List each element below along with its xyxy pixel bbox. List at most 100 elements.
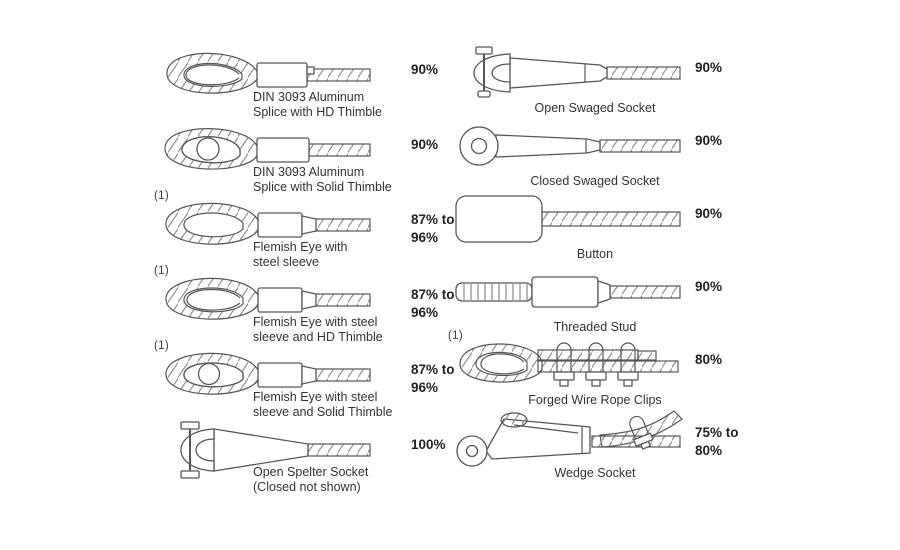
right-column: Open Swaged Socket 90% Closed Swaged Soc… <box>448 44 772 482</box>
rope-eye-loop <box>459 343 543 383</box>
termination-caption: Flemish Eye with steel sleeve <box>253 240 348 269</box>
live-rope-line <box>537 360 679 373</box>
efficiency-value: 87% to 96% <box>411 287 455 320</box>
termination-item: (1) Flemish Eye with steel sleeve 87% to… <box>154 190 458 270</box>
clevis-jaw <box>180 428 215 472</box>
termination-figure: Threaded Stud <box>452 263 687 335</box>
termination-caption: Open Spelter Socket (Closed not shown) <box>253 465 369 494</box>
termination-caption: DIN 3093 Aluminum Splice with HD Thimble <box>253 90 382 119</box>
closed-swaged-socket-illustration <box>459 126 681 166</box>
pin-nut-top <box>180 421 200 430</box>
rope-line <box>313 293 371 307</box>
efficiency-value: 90% <box>695 279 723 294</box>
termination-caption: Button <box>576 247 614 261</box>
swaged-shank <box>509 57 608 89</box>
rope-line <box>609 285 681 299</box>
termination-item: (1) Flemish Eye with steel sleeve and HD… <box>154 265 458 345</box>
hd-thimble <box>185 64 240 86</box>
hd-thimble <box>186 288 241 311</box>
termination-figure: Open Spelter Socket (Closed not shown) <box>158 421 403 495</box>
efficiency-value: 87% to 96% <box>411 212 455 245</box>
efficiency-value: 87% to 96% <box>411 362 455 395</box>
button-termination-illustration <box>455 195 681 243</box>
rope-line <box>599 139 681 153</box>
pin-nut-bottom <box>180 470 200 479</box>
termination-item: Button 90% <box>452 190 772 262</box>
thimble-pin-hole <box>197 362 221 386</box>
termination-item: Threaded Stud 90% <box>452 263 772 335</box>
dead-end-stub <box>637 350 657 361</box>
rope-line <box>541 211 681 227</box>
dead-end-rope <box>537 349 639 361</box>
left-column: DIN 3093 Aluminum Splice with HD Thimble… <box>154 46 458 496</box>
pin-head <box>475 46 493 55</box>
termination-caption: Forged Wire Rope Clips <box>528 393 662 407</box>
termination-item: (1) Flemish Eye with steel sleeve and So… <box>154 340 458 420</box>
socket-cone-body <box>213 428 309 472</box>
efficiency-value: 90% <box>695 206 723 221</box>
termination-figure: DIN 3093 Aluminum Splice with HD Thimble <box>158 46 403 120</box>
rope-line <box>307 443 371 457</box>
open-spelter-socket-illustration <box>180 421 371 479</box>
termination-caption: Wedge Socket <box>554 466 636 480</box>
sleeve-taper <box>301 365 317 385</box>
eye-hole <box>470 137 488 155</box>
termination-item: Open Swaged Socket 90% <box>452 44 772 116</box>
flemish-eye-hd-thimble-illustration <box>165 277 371 320</box>
rope-clip <box>585 342 607 387</box>
termination-caption: Flemish Eye with steel sleeve and Solid … <box>253 390 393 419</box>
rope-eye-loop <box>165 202 260 245</box>
rope-line <box>306 68 371 82</box>
threaded-stud-illustration <box>455 276 681 308</box>
rope-clip <box>553 342 575 387</box>
termination-figure: (1) <box>448 330 687 408</box>
termination-figure: Open Swaged Socket <box>452 44 687 116</box>
termination-caption: Threaded Stud <box>553 320 637 334</box>
rope-clip <box>617 342 639 387</box>
thimble-pin-hole <box>196 137 220 161</box>
swage-sleeve <box>531 276 599 308</box>
flemish-eye-solid-thimble-illustration <box>165 352 371 395</box>
footnote-marker: (1) <box>154 265 169 277</box>
thread-marks <box>463 284 528 300</box>
termination-item: Open Spelter Socket (Closed not shown) 1… <box>158 421 458 495</box>
open-swaged-socket-illustration <box>473 46 681 98</box>
rope-bight <box>500 412 528 428</box>
termination-item: Wedge Socket 75% to 80% <box>452 409 772 481</box>
termination-figure: DIN 3093 Aluminum Splice with Solid Thim… <box>158 121 403 195</box>
aluminum-sleeve <box>256 137 310 163</box>
sleeve-tab <box>306 66 315 75</box>
termination-caption: Closed Swaged Socket <box>530 174 660 188</box>
efficiency-value: 80% <box>695 352 723 367</box>
thimble-eye-splice-solid-illustration <box>164 128 371 170</box>
forged-wire-rope-clips-illustration <box>459 342 679 387</box>
rope-eye-loop <box>166 52 259 94</box>
thimble-eye-splice-hd-illustration <box>166 52 371 94</box>
footnote-marker: (1) <box>448 330 463 342</box>
termination-item: Closed Swaged Socket 90% <box>452 117 772 189</box>
termination-caption: DIN 3093 Aluminum Splice with Solid Thim… <box>253 165 392 194</box>
termination-caption: Open Swaged Socket <box>534 101 656 115</box>
rope-line <box>606 66 681 80</box>
clevis-jaw <box>473 53 511 93</box>
wedge-slot <box>513 424 579 434</box>
rope-eye-loop <box>165 277 260 320</box>
flemish-eye-illustration <box>165 202 371 245</box>
termination-item: DIN 3093 Aluminum Splice with HD Thimble… <box>158 46 458 120</box>
rope-line <box>313 218 371 232</box>
efficiency-value: 75% to 80% <box>695 425 739 458</box>
termination-figure: (1) Flemish Eye with steel sleeve and HD… <box>154 265 403 345</box>
wedge-socket-illustration <box>456 410 683 467</box>
efficiency-value: 90% <box>695 60 723 75</box>
aluminum-sleeve <box>256 62 308 88</box>
rope-line <box>313 368 371 382</box>
sleeve-taper <box>301 215 317 235</box>
termination-figure: Closed Swaged Socket <box>452 117 687 189</box>
thimble <box>480 353 525 375</box>
efficiency-value: 90% <box>411 137 439 152</box>
steel-sleeve <box>257 212 303 238</box>
termination-figure: Wedge Socket <box>452 409 687 481</box>
swaged-shank <box>495 134 601 158</box>
termination-figure: (1) Flemish Eye with steel sleeve and So… <box>154 340 403 420</box>
